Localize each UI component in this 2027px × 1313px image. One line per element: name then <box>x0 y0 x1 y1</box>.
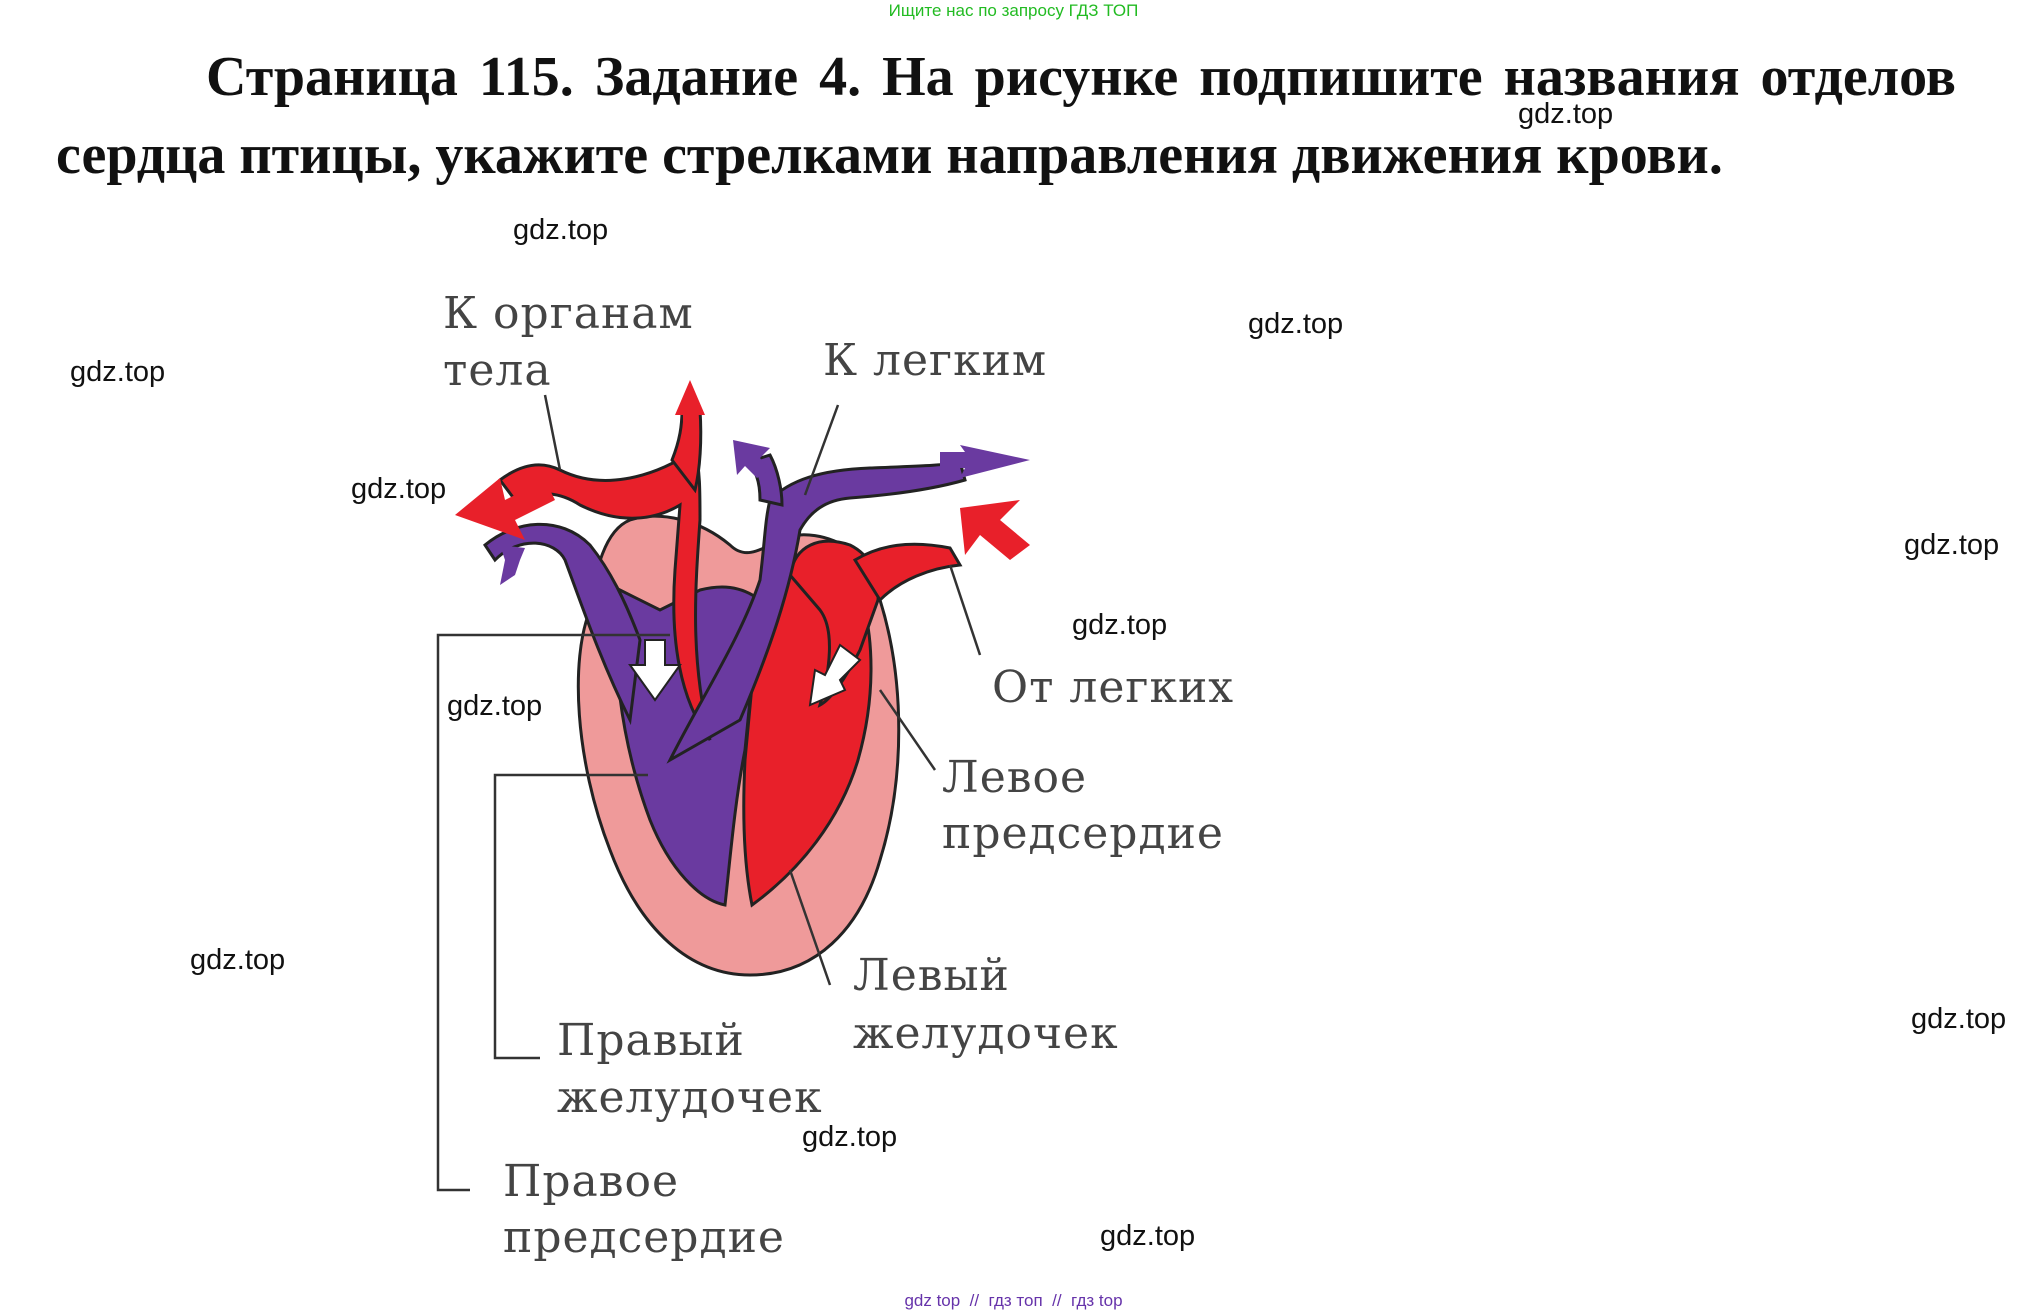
watermark: gdz.top <box>351 473 447 505</box>
watermark: gdz.top <box>1518 98 1614 130</box>
arrow-vena-cava-in <box>500 545 525 585</box>
leader-from-lungs <box>948 564 982 656</box>
watermark: gdz.top <box>447 690 543 722</box>
watermark: gdz.top <box>1911 1003 2007 1035</box>
label-to-body-1: К органам <box>443 288 694 339</box>
label-left-ventricle-2: желудочек <box>853 1008 1119 1059</box>
search-banner[interactable]: Ищите нас по запросу ГДЗ ТОП <box>888 1 1139 20</box>
vena-cava <box>483 522 642 726</box>
footer-links[interactable]: gdz top // гдз топ // гдз top <box>904 1291 1123 1310</box>
arrow-right-atrium-to-ventricle <box>628 639 682 702</box>
task-text: Страница 115. Задание 4. На рисунке подп… <box>56 46 1956 186</box>
leader-to-lungs <box>803 404 840 496</box>
watermark: gdz.top <box>1100 1220 1196 1252</box>
leader-right-ventricle <box>493 773 648 1060</box>
leader-left-atrium <box>878 689 937 771</box>
label-right-atrium-2: предсердие <box>503 1212 785 1263</box>
arrow-to-lungs-left <box>733 440 770 478</box>
leader-left-ventricle <box>788 869 832 986</box>
label-from-lungs: От легких <box>992 662 1234 713</box>
pulmonary-vein <box>852 542 963 603</box>
leader-to-body <box>543 394 562 471</box>
arrow-from-lungs <box>960 500 1030 560</box>
arrow-to-body-left <box>455 478 555 540</box>
watermark: gdz.top <box>1904 529 2000 561</box>
label-to-body-2: тела <box>443 345 552 396</box>
watermark: gdz.top <box>1072 609 1168 641</box>
leader-right-atrium <box>436 633 670 1192</box>
label-left-ventricle-1: Левый <box>853 950 1010 1001</box>
watermark: gdz.top <box>190 944 286 976</box>
arrow-left-atrium-to-ventricle <box>808 643 862 707</box>
label-left-atrium-1: Левое <box>942 752 1087 803</box>
watermark: gdz.top <box>1248 308 1344 340</box>
label-left-atrium-2: предсердие <box>942 808 1224 859</box>
arrow-to-lungs-right <box>940 445 1030 478</box>
label-to-lungs: К легким <box>823 335 1047 386</box>
watermark: gdz.top <box>70 356 166 388</box>
arrow-to-body-up <box>675 380 705 430</box>
left-atrium <box>788 539 880 708</box>
pulmonary-artery <box>666 460 967 764</box>
watermark: gdz.top <box>802 1121 898 1153</box>
label-right-ventricle-1: Правый <box>557 1015 745 1066</box>
label-right-atrium-1: Правое <box>503 1156 679 1207</box>
label-right-ventricle-2: желудочек <box>557 1072 823 1123</box>
watermark: gdz.top <box>513 214 609 246</box>
